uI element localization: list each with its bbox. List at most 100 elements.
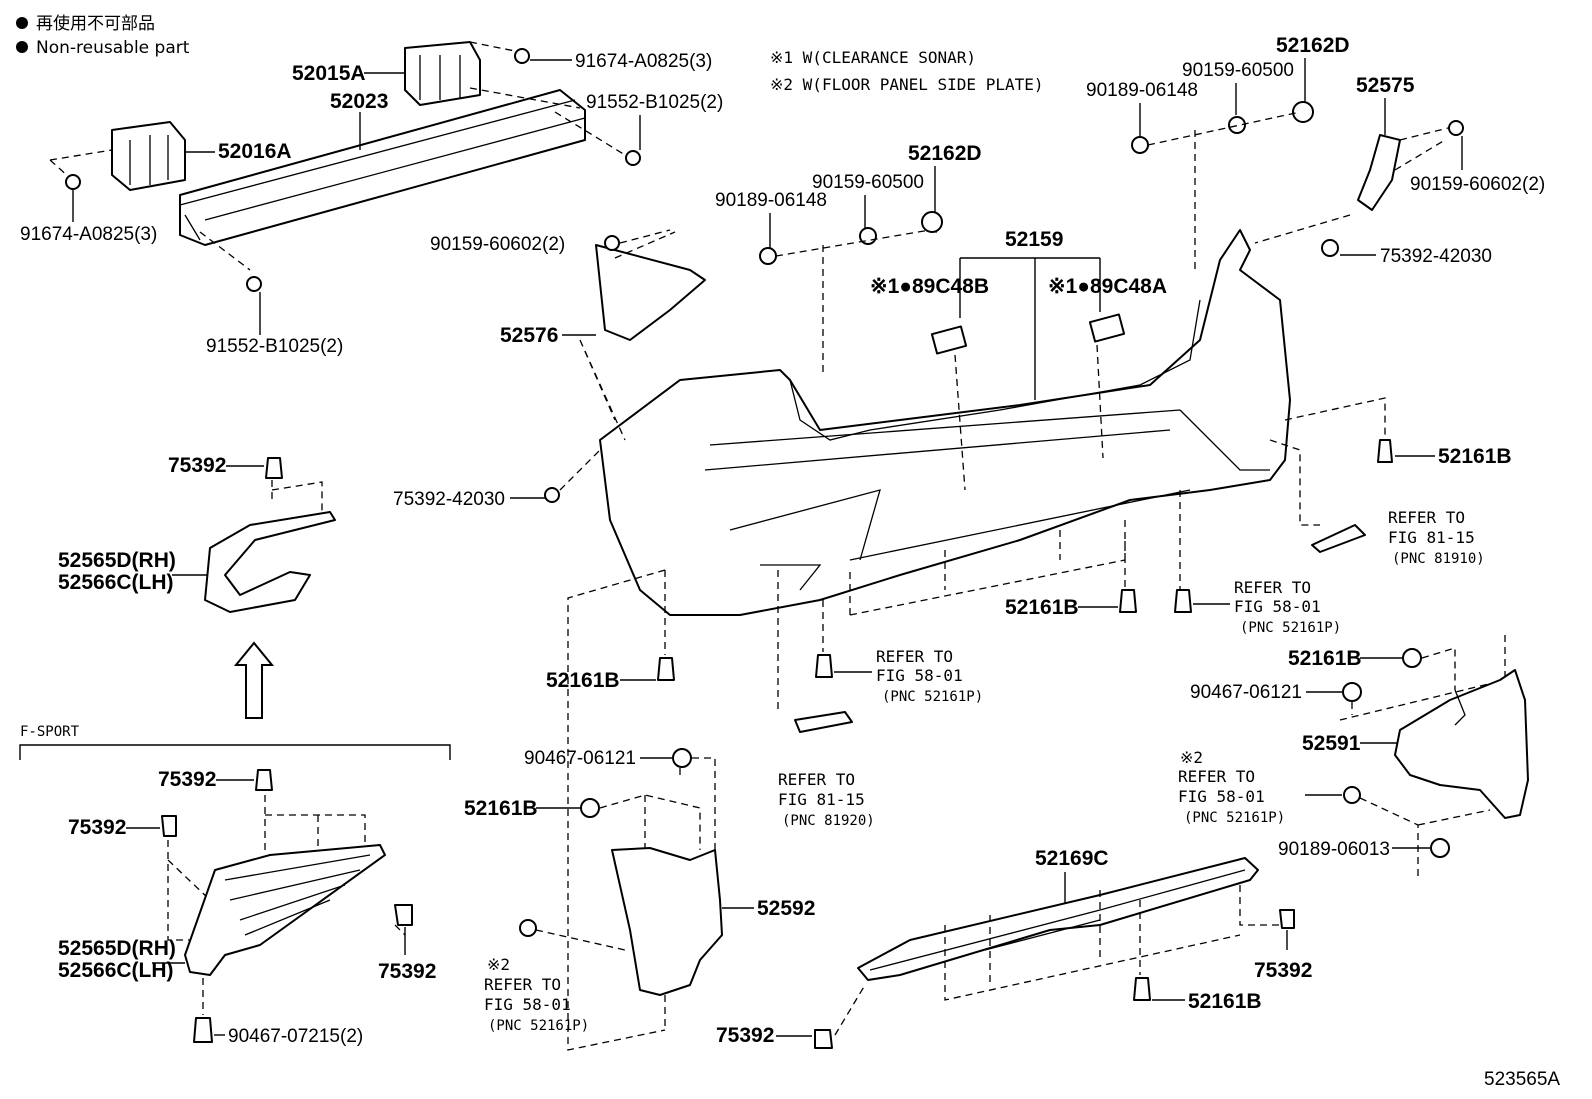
clip-75392-c [161, 815, 177, 837]
label-52565D-b: 52565D(RH) [58, 937, 176, 960]
label-52161B-3: 52161B [546, 669, 620, 692]
reinforcement-beam [179, 89, 586, 246]
label-90159-60602-right: 90159-60602(2) [1410, 174, 1545, 195]
label-52591: 52591 [1302, 732, 1361, 755]
bumper-bracket-52575 [1357, 134, 1401, 211]
label-90189-06148-a: 90189-06148 [1086, 80, 1198, 101]
ref-r3-l1: REFER TO [876, 647, 953, 666]
label-75392-f: 75392 [716, 1024, 774, 1047]
label-52161B-2: 52161B [1005, 596, 1079, 619]
clip-52161B-mid [580, 798, 600, 818]
label-52159: 52159 [1005, 228, 1063, 251]
clip-52161B-r [1402, 648, 1422, 668]
label-90159-60602-left: 90159-60602(2) [430, 234, 565, 255]
clip-90189-06013 [1430, 838, 1450, 858]
note-2: ※2 W(FLOOR PANEL SIDE PLATE) [770, 75, 1044, 94]
garnish-fsport [184, 844, 386, 976]
ref-r1-l1: REFER TO [1388, 508, 1465, 527]
label-52576: 52576 [500, 324, 558, 347]
label-75392-42030-right: 75392-42030 [1380, 246, 1492, 267]
label-52565D-a: 52565D(RH) [58, 549, 176, 572]
legend-jp: 再使用不可部品 [36, 13, 155, 34]
label-52575: 52575 [1356, 74, 1415, 97]
label-52162D-b: 52162D [908, 142, 982, 165]
clip-52161B-bottom [1133, 977, 1151, 1001]
clip-52161B-left [657, 657, 675, 681]
clip-75392-a [265, 457, 283, 479]
cap-52162D-right [1292, 101, 1314, 123]
label-90467-07215: 90467-07215(2) [228, 1026, 363, 1047]
clip-75392-e [1279, 909, 1295, 929]
cap-52162D [921, 211, 943, 233]
label-75392-b: 75392 [158, 768, 216, 791]
label-52566C-b: 52566C(LH) [58, 959, 174, 982]
legend-en: Non-reusable part [36, 38, 190, 58]
label-52169C: 52169C [1035, 847, 1109, 870]
clip-75392-b [255, 769, 273, 791]
ref-r1-l2: FIG 81-15 [1388, 528, 1475, 547]
label-52161B-1: 52161B [1438, 445, 1512, 468]
reinforcement-assembly [49, 41, 641, 292]
label-75392-a: 75392 [168, 454, 226, 477]
clip-75392-f [814, 1029, 833, 1049]
label-75392-d: 75392 [378, 960, 436, 983]
reflector-81910 [1311, 524, 1366, 553]
label-91674-top: 91674-A0825(3) [575, 51, 712, 72]
mudguard-52592 [611, 847, 723, 996]
ref-r5-l1: ※2 [487, 955, 510, 974]
ref-r1-l3: (PNC 81910) [1392, 551, 1485, 567]
clip-52161P-center [1174, 589, 1192, 613]
label-90467-06121-b: 90467-06121 [1190, 682, 1302, 703]
bracket-52015A [404, 41, 481, 106]
label-89C48A: ※1●89C48A [1048, 275, 1167, 298]
ref-r4-l3: (PNC 81920) [782, 813, 875, 829]
label-75392-c: 75392 [68, 816, 126, 839]
clip-52161B-right [1377, 439, 1393, 463]
clip-52161P-r [1343, 786, 1361, 804]
ref-r2-l2: FIG 58-01 [1234, 597, 1321, 616]
bumper-cover [599, 229, 1291, 616]
label-91552-top: 91552-B1025(2) [586, 92, 723, 113]
label-89C48B: ※1●89C48B [870, 275, 989, 298]
label-52015A: 52015A [292, 62, 366, 85]
ref-r6-l3: FIG 58-01 [1178, 787, 1265, 806]
mudguard-52591 [1394, 669, 1529, 819]
section-label: F-SPORT [20, 724, 80, 740]
label-52161B-6: 52161B [1288, 647, 1362, 670]
label-75392-e: 75392 [1254, 959, 1312, 982]
ref-r6-l2: REFER TO [1178, 767, 1255, 786]
label-90189-06148-b: 90189-06148 [715, 190, 827, 211]
note-1: ※1 W(CLEARANCE SONAR) [770, 48, 976, 67]
ref-r6-l1: ※2 [1180, 748, 1203, 767]
ref-r6-l4: (PNC 52161P) [1184, 810, 1285, 826]
legend: 再使用不可部品 Non-reusable part [16, 13, 190, 58]
ref-r3-l3: (PNC 52161P) [882, 689, 983, 705]
ref-r2-l1: REFER TO [1234, 578, 1311, 597]
clip-52161P-left [815, 654, 833, 678]
ref-r5-l2: REFER TO [484, 975, 561, 994]
label-52016A: 52016A [218, 140, 292, 163]
ref-r4-l1: REFER TO [778, 770, 855, 789]
sonar-bracket-89C48A [1088, 313, 1126, 343]
label-52161B-4: 52161B [464, 797, 538, 820]
label-52592: 52592 [757, 897, 815, 920]
bracket-52016A [111, 121, 186, 191]
ref-r5-l4: (PNC 52161P) [488, 1018, 589, 1034]
label-52566C-a: 52566C(LH) [58, 571, 174, 594]
label-52162D-a: 52162D [1276, 34, 1350, 57]
label-90159-60500-b: 90159-60500 [812, 172, 924, 193]
ref-r2-l3: (PNC 52161P) [1240, 620, 1341, 636]
sonar-bracket-89C48B [930, 325, 968, 355]
bumper-bracket-52576 [595, 244, 706, 341]
label-90467-06121-a: 90467-06121 [524, 748, 636, 769]
label-91674-left: 91674-A0825(3) [20, 224, 157, 245]
label-52023: 52023 [330, 90, 388, 113]
arrow-up-icon [233, 641, 275, 719]
garnish-upper [204, 511, 336, 613]
nut-90467-06121-b [1342, 682, 1362, 702]
ref-r3-l2: FIG 58-01 [876, 666, 963, 685]
ref-r5-l3: FIG 58-01 [484, 995, 571, 1014]
reflector-81920 [794, 711, 853, 733]
label-75392-42030-left: 75392-42030 [393, 489, 505, 510]
